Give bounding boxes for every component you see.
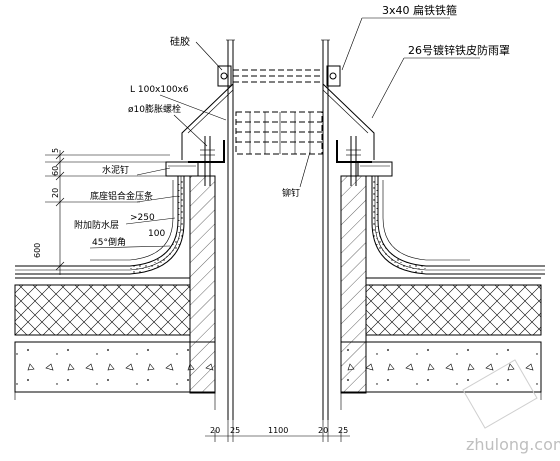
label-angle-steel: L 100x100x6 — [130, 85, 189, 95]
bottom-dimensions — [205, 420, 350, 442]
dim-bottom-left-25: 25 — [230, 426, 240, 435]
leader-lines — [89, 17, 480, 249]
dim-bottom-left-20: 20 — [210, 426, 220, 435]
roof-layers-right — [340, 277, 542, 393]
dim-left-600: 600 — [33, 243, 42, 258]
rain-cover — [181, 83, 375, 160]
label-rivet: 铆钉 — [282, 187, 300, 199]
watermark: zhulong.com — [462, 359, 560, 454]
dim-left-60: 60 — [51, 166, 60, 176]
sleeve-band — [235, 111, 323, 155]
left-dimensions — [45, 150, 170, 275]
right-upstand — [340, 161, 545, 394]
label-expansion-bolt: ø10膨胀螺栓 — [128, 103, 181, 115]
break-lines — [14, 392, 542, 410]
dim-bottom-right-25: 25 — [338, 426, 348, 435]
label-rain-cover: 26号镀锌铁皮防雨罩 — [408, 43, 510, 57]
dim-bottom-center: 1100 — [268, 426, 288, 435]
label-cement-nail: 水泥钉 — [102, 164, 129, 176]
flat-iron-hoop — [217, 65, 341, 87]
dim-left-5: 5 — [51, 148, 60, 153]
label-dim-gt250: >250 — [130, 213, 155, 223]
roof-layers-left — [14, 277, 216, 393]
label-extra-waterproof: 附加防水层 — [74, 219, 119, 231]
label-dim-100: 100 — [148, 229, 165, 239]
dim-left-20: 20 — [51, 188, 60, 198]
dim-bottom-right-20: 20 — [318, 426, 328, 435]
label-silicone: 硅胶 — [170, 35, 190, 48]
label-flat-iron-hoop: 3x40 扁铁铁箍 — [382, 3, 457, 17]
label-aluminum-strip: 底座铝合金压条 — [90, 190, 153, 202]
label-chamfer-45: 45°倒角 — [92, 236, 126, 248]
center-pipe — [226, 39, 330, 420]
left-upstand — [15, 161, 216, 394]
watermark-text: zhulong.com — [466, 435, 560, 454]
